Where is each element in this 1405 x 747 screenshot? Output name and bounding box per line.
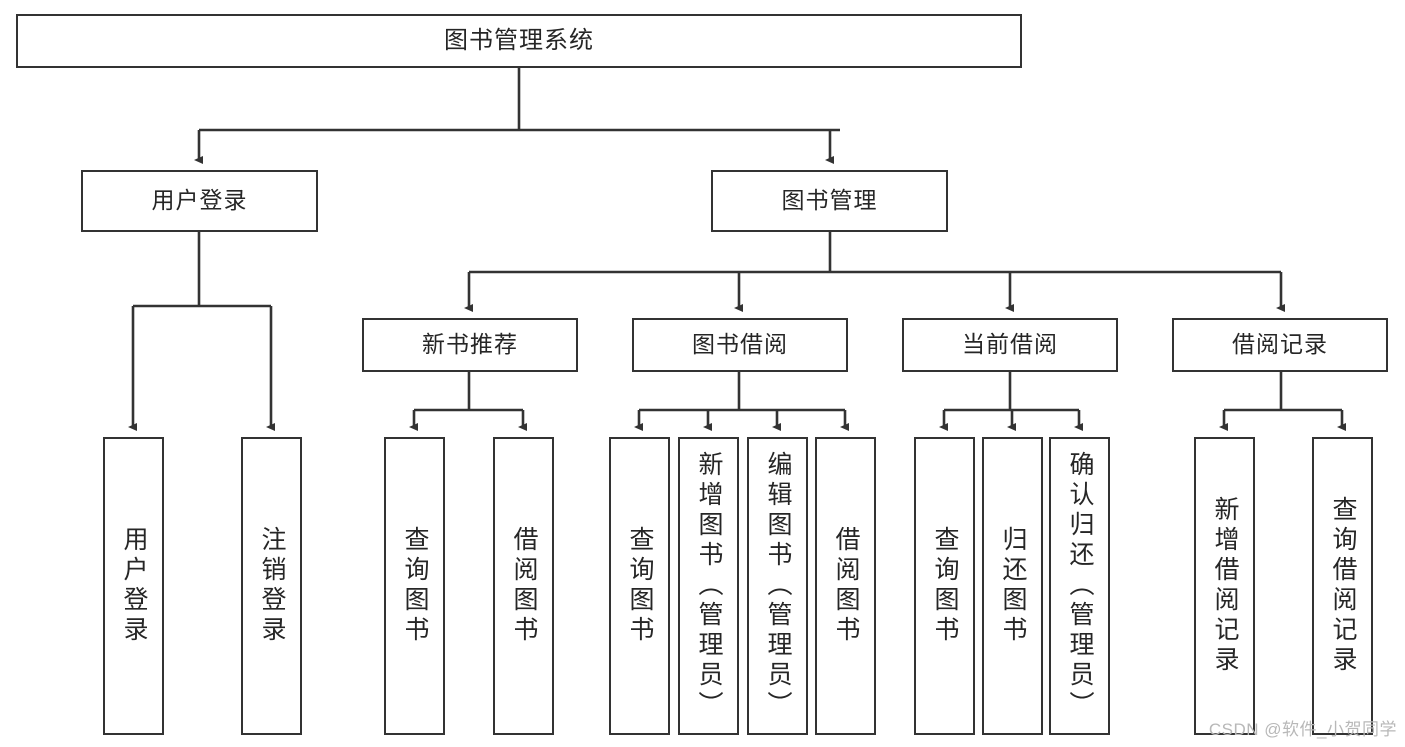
- node-label: 新增借阅记录: [1211, 496, 1239, 676]
- node-label: 借阅图书: [510, 526, 538, 646]
- node-label: 图书借阅: [692, 331, 788, 358]
- node-label: 新书推荐: [422, 331, 518, 358]
- node-label: 查询图书: [931, 526, 959, 646]
- watermark-text: CSDN @软件_小贺同学: [1208, 720, 1397, 739]
- node-new-book-recommend[interactable]: 新书推荐: [362, 318, 578, 372]
- leaf-current-confirm-return[interactable]: 确认归还（管理员）: [1049, 437, 1110, 735]
- node-root-system[interactable]: 图书管理系统: [16, 14, 1022, 68]
- leaf-borrow-borrow-book[interactable]: 借阅图书: [815, 437, 876, 735]
- leaf-current-query-book[interactable]: 查询图书: [914, 437, 975, 735]
- node-label: 用户登录: [120, 526, 148, 646]
- node-user-login[interactable]: 用户登录: [81, 170, 318, 232]
- node-label: 用户登录: [151, 187, 248, 214]
- node-label: 图书管理: [781, 187, 878, 214]
- leaf-recommend-query-book[interactable]: 查询图书: [384, 437, 445, 735]
- node-label: 查询图书: [401, 526, 429, 646]
- node-label: 确认归还（管理员）: [1066, 451, 1094, 721]
- leaf-user-login-logout[interactable]: 注销登录: [241, 437, 302, 735]
- leaf-borrow-add-book[interactable]: 新增图书（管理员）: [678, 437, 739, 735]
- leaf-borrow-edit-book[interactable]: 编辑图书（管理员）: [747, 437, 808, 735]
- node-label: 借阅记录: [1232, 331, 1328, 358]
- leaf-user-login-login[interactable]: 用户登录: [103, 437, 164, 735]
- node-book-borrow[interactable]: 图书借阅: [632, 318, 848, 372]
- node-label: 归还图书: [999, 526, 1027, 646]
- leaf-record-query-record[interactable]: 查询借阅记录: [1312, 437, 1373, 735]
- node-label: 借阅图书: [832, 526, 860, 646]
- node-label: 注销登录: [258, 526, 286, 646]
- node-label: 查询借阅记录: [1329, 496, 1357, 676]
- node-book-management[interactable]: 图书管理: [711, 170, 948, 232]
- leaf-record-add-record[interactable]: 新增借阅记录: [1194, 437, 1255, 735]
- leaf-recommend-borrow-book[interactable]: 借阅图书: [493, 437, 554, 735]
- node-label: 当前借阅: [962, 331, 1058, 358]
- node-label: 编辑图书（管理员）: [764, 451, 792, 721]
- leaf-borrow-query-book[interactable]: 查询图书: [609, 437, 670, 735]
- node-label: 图书管理系统: [444, 26, 594, 54]
- node-label: 新增图书（管理员）: [695, 451, 723, 721]
- node-borrow-record[interactable]: 借阅记录: [1172, 318, 1388, 372]
- node-label: 查询图书: [626, 526, 654, 646]
- leaf-current-return-book[interactable]: 归还图书: [982, 437, 1043, 735]
- node-current-borrow[interactable]: 当前借阅: [902, 318, 1118, 372]
